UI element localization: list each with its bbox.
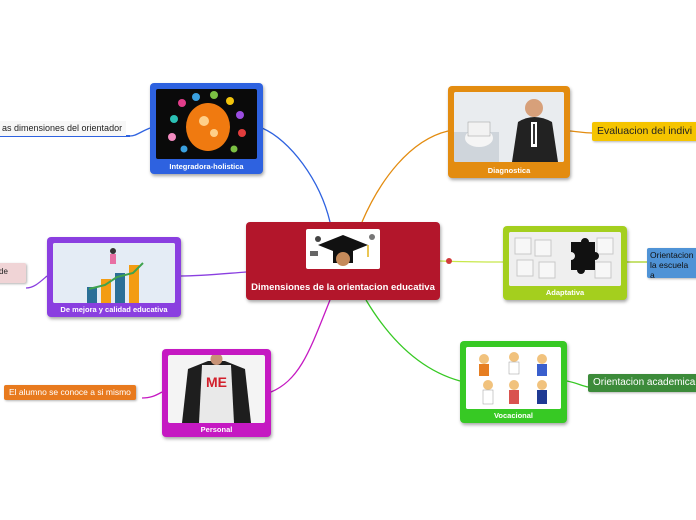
leaf-text: de (0, 267, 8, 276)
center-label: Dimensiones de la orientacion educativa (251, 282, 435, 293)
node-label: Integradora-holistica (169, 162, 244, 171)
brain-icon (156, 89, 257, 159)
leaf-text: El alumno se conoce a si mismo (9, 387, 131, 397)
node-personal[interactable]: ME Personal (162, 349, 271, 437)
leaf-text: Orientacion la escuela a (650, 250, 694, 280)
leaf-integradora[interactable]: as dimensiones del orientador (0, 121, 127, 136)
node-label: De mejora y calidad educativa (60, 305, 168, 314)
leaf-link-vocacional (566, 380, 589, 388)
leaf-adaptativa[interactable]: Orientacion la escuela a (647, 248, 696, 280)
link-mejora (180, 271, 247, 277)
node-label: Adaptativa (545, 288, 585, 297)
leaf-mejora[interactable]: de (0, 263, 26, 283)
leaf-text: as dimensiones del orientador (2, 123, 123, 133)
link-personal (270, 299, 331, 393)
leaf-link-integradora (129, 127, 151, 137)
puzzle-icon (509, 232, 621, 286)
doctor-photo (454, 92, 564, 162)
node-label: Diagnostica (487, 166, 531, 175)
leaf-link-mejora (25, 275, 48, 289)
link-diagnostica (361, 130, 449, 223)
node-integradora[interactable]: Integradora-holistica (150, 83, 263, 174)
leaf-diagnostica[interactable]: Evaluacion del indivi (592, 122, 696, 141)
leaf-link-personal (141, 391, 163, 399)
leaf-text: Orientacion academica (593, 377, 696, 388)
leaf-link-diagnostica (569, 130, 593, 134)
node-mejora[interactable]: De mejora y calidad educativa (47, 237, 181, 317)
link-vocacional (365, 299, 461, 382)
node-diagnostica[interactable]: Diagnostica (448, 86, 570, 178)
growth-chart (53, 243, 175, 303)
leaf-text: Evaluacion del indivi (597, 125, 693, 137)
graduation-icon (306, 229, 380, 269)
superhero-shirt: ME (168, 355, 265, 423)
professions-icon (466, 347, 561, 409)
node-label: Vocacional (493, 411, 534, 420)
node-vocacional[interactable]: Vocacional (460, 341, 567, 423)
node-adaptativa[interactable]: Adaptativa (503, 226, 627, 300)
center-node[interactable]: Dimensiones de la orientacion educativa (246, 222, 440, 300)
link-dot (446, 258, 452, 264)
svg-text:ME: ME (206, 374, 227, 390)
leaf-personal[interactable]: El alumno se conoce a si mismo (4, 385, 136, 400)
link-integradora (261, 127, 331, 223)
node-label: Personal (200, 425, 233, 434)
leaf-vocacional[interactable]: Orientacion academica (588, 374, 696, 392)
